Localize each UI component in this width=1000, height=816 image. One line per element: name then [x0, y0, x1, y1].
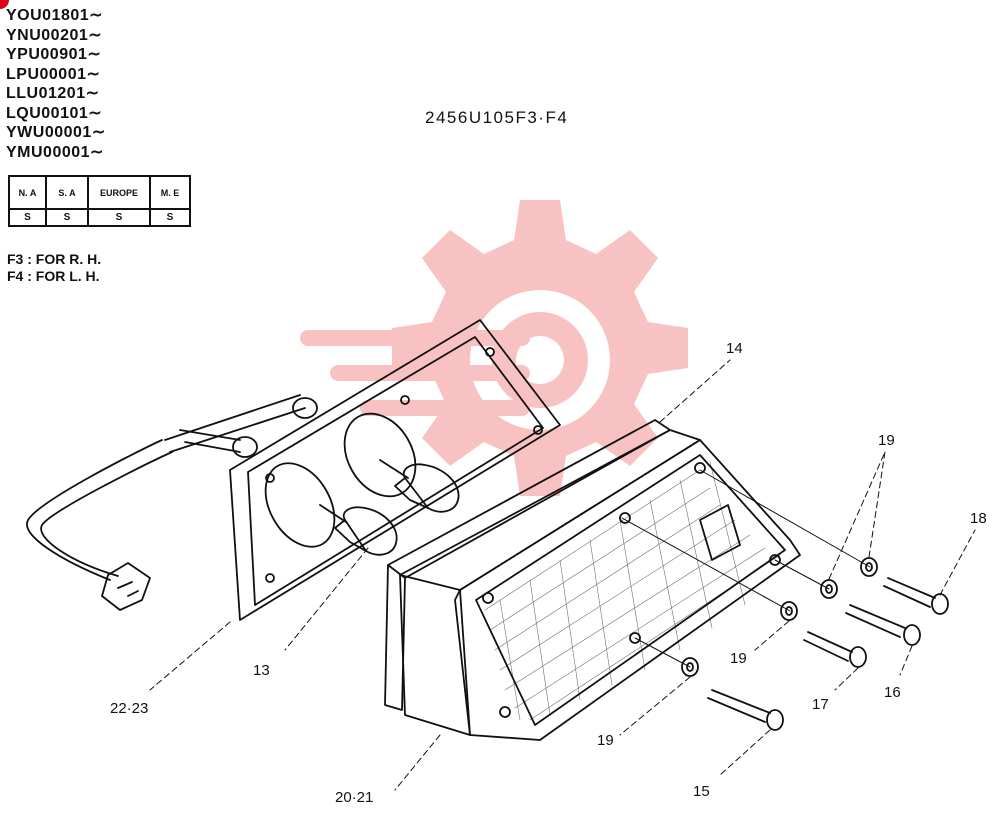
market-value: S [149, 208, 191, 227]
note-line: F4 : FOR L. H. [7, 268, 100, 284]
watermark-gear-icon [300, 200, 688, 496]
lens-grid-pattern [484, 461, 781, 721]
market-header: N. A [8, 175, 47, 210]
callout-15: 15 [693, 783, 710, 800]
lamp-bulbs [319, 459, 460, 556]
serial-number: YWU00001∼ [6, 124, 106, 141]
callout-16: 16 [884, 684, 901, 701]
lamp-base-plate [229, 319, 561, 621]
screw-17 [803, 631, 867, 668]
market-header: EUROPE [87, 175, 151, 210]
serial-number: YNU00201∼ [6, 26, 103, 44]
market-header: S. A [45, 175, 89, 210]
note-line: F3 : FOR R. H. [7, 251, 102, 267]
serial-number: LQU00101∼ [6, 104, 103, 122]
callout-20-21: 20·21 [335, 789, 374, 806]
market-table: N. A S. A EUROPE M. E S S S S [8, 175, 191, 227]
market-value: S [45, 208, 89, 227]
callout-14: 14 [726, 340, 743, 357]
market-value: S [87, 208, 151, 227]
wiring-harness [26, 394, 318, 611]
callout-13: 13 [253, 662, 270, 679]
serial-number: YPU00901∼ [6, 46, 102, 63]
figure-code: 2456U105F3·F4 [425, 108, 569, 127]
screw-15 [707, 689, 784, 731]
callout-19: 19 [597, 732, 614, 749]
corner-logo-badge [0, 0, 9, 9]
callout-22-23: 22·23 [110, 700, 149, 717]
market-value: S [8, 208, 47, 227]
callout-leader-lines [149, 359, 976, 791]
serial-number: LLU01201∼ [6, 85, 100, 102]
serial-number: LPU00001∼ [6, 65, 101, 83]
callout-18: 18 [970, 510, 987, 527]
screw-18 [883, 577, 949, 615]
serial-number: YMU00001∼ [6, 143, 104, 161]
callout-17: 17 [812, 696, 829, 713]
market-header: M. E [149, 175, 191, 210]
callout-19: 19 [730, 650, 747, 667]
screw-16 [845, 604, 921, 646]
serial-number: YOU01801∼ [6, 7, 104, 24]
side-notes: F3 : FOR R. H. F4 : FOR L. H. [7, 251, 101, 285]
washers [681, 557, 878, 677]
callout-19: 19 [878, 432, 895, 449]
serial-number-list: YOU01801∼ YNU00201∼ YPU00901∼ LPU00001∼ … [6, 6, 106, 162]
